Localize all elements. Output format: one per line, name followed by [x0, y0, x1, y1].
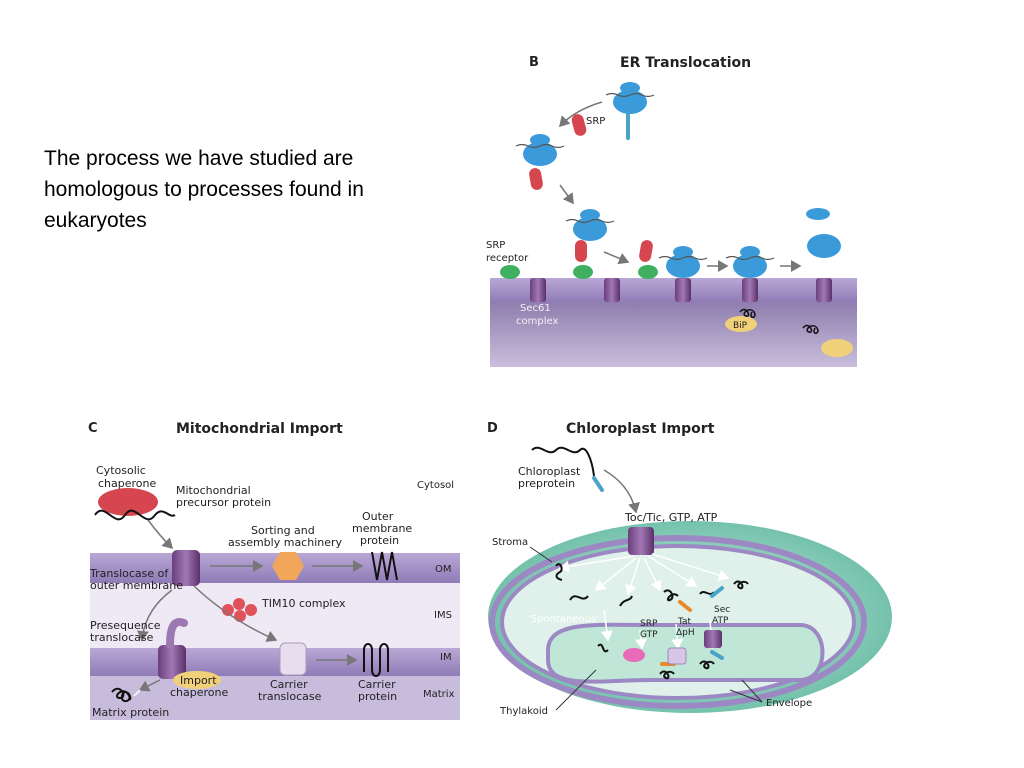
folded-protein-released: [802, 324, 819, 334]
srp-receptor-label-1: SRP: [486, 240, 505, 251]
outer-membrane-protein: [371, 551, 398, 581]
om-label: OM: [435, 564, 452, 575]
carrier-translocase: [279, 642, 307, 676]
srp-receptors: [500, 265, 658, 279]
sorting-label-1: Sorting and: [251, 524, 315, 537]
tat-label-1: Tat: [677, 617, 692, 627]
preprotein-chain: [531, 446, 595, 477]
thylakoid-label: Thylakoid: [499, 706, 548, 717]
tat-translocase: [667, 647, 687, 665]
im-label: IM: [440, 652, 452, 663]
sorting-arrows: [558, 553, 730, 650]
tim10-label: TIM10 complex: [261, 597, 346, 610]
presequence-label-1: Presequence: [90, 619, 161, 632]
stroma-label: Stroma: [492, 537, 528, 548]
tim23-arm: [166, 618, 188, 649]
panel-c-title: Mitochondrial Import: [176, 421, 343, 437]
srp-gtp-label-2: GTP: [640, 630, 658, 640]
cytosol-label: Cytosol: [417, 480, 454, 491]
precursor-protein: [94, 509, 176, 521]
carrier-protein-label-2: protein: [358, 690, 397, 703]
import-chaperone: [173, 671, 221, 689]
sec-substrate: [710, 586, 724, 598]
sorting-machinery: [272, 552, 304, 580]
bip: [725, 316, 757, 332]
panel-b: B ER Translocation: [486, 55, 857, 367]
sec-product: [710, 650, 724, 660]
envelope-label: Envelope: [766, 698, 812, 709]
panel-b-letter: B: [529, 55, 539, 70]
sec61-label-1: Sec61: [520, 303, 551, 314]
outer-protein-label-3: protein: [360, 534, 399, 547]
sec-translocase: [704, 630, 722, 648]
transit-peptide: [592, 476, 604, 492]
import-chaperone-label-1: Import: [180, 674, 217, 687]
cytosolic-chaperone-label-1: Cytosolic: [96, 464, 146, 477]
panel-c-arrows: [136, 519, 364, 692]
sorting-label-2: assembly machinery: [228, 536, 343, 549]
panel-d-title: Chloroplast Import: [566, 421, 715, 437]
leader-lines: [529, 546, 763, 711]
bip-label: BiP: [733, 321, 748, 331]
tom-label-2: outer membrane: [90, 579, 183, 592]
panel-c: C Mitochondrial Import: [88, 421, 460, 720]
ribosomes: [523, 82, 841, 278]
panel-b-arrows: [558, 101, 802, 272]
chloroplast-envelope: [489, 535, 867, 709]
presequence-translocase: [158, 645, 186, 679]
srp-label: SRP: [586, 116, 605, 127]
presequence-label-2: translocase: [90, 631, 154, 644]
folded-protein: [739, 308, 756, 318]
slide-text: The process we have studied are homologo…: [44, 147, 364, 232]
toc-tic-complex: [628, 527, 654, 555]
sec-label-2: ATP: [712, 616, 729, 626]
panel-c-letter: C: [88, 421, 98, 436]
panel-b-title: ER Translocation: [620, 55, 751, 71]
import-arrow: [603, 469, 640, 514]
cytosolic-chaperone-label-2: chaperone: [98, 477, 156, 490]
outer-protein-label-2: membrane: [352, 522, 412, 535]
stromal-proteins: [555, 563, 749, 680]
preprotein-label-2: preprotein: [518, 477, 575, 490]
srp-translocase: [623, 648, 645, 662]
toctic-label: Toc/Tic, GTP, ATP: [624, 511, 718, 524]
srp-gtp-label-1: SRP: [640, 619, 658, 629]
precursor-label-1: Mitochondrial: [176, 484, 251, 497]
matrix-protein-label: Matrix protein: [92, 706, 169, 719]
panel-d: D Chloroplast Import: [487, 421, 892, 717]
sec61-label-2: complex: [516, 316, 558, 327]
carrier-translocase-label-1: Carrier: [270, 678, 308, 691]
carrier-protein: [363, 643, 389, 677]
spontaneous-label: 'Spontaneous': [528, 614, 599, 625]
preprotein-label-1: Chloroplast: [518, 465, 581, 478]
panel-d-letter: D: [487, 421, 498, 436]
carrier-translocase-label-2: translocase: [258, 690, 322, 703]
tat-label-2: ΔpH: [676, 628, 695, 638]
cytosolic-chaperone: [98, 488, 158, 516]
tat-substrate: [678, 600, 692, 612]
srp-particles: [529, 114, 653, 262]
sec-label-1: Sec: [714, 605, 730, 615]
import-chaperone-label-2: chaperone: [170, 686, 228, 699]
outer-protein-label-1: Outer: [362, 510, 394, 523]
srp-receptor-label-2: receptor: [486, 253, 529, 264]
arrow-into-matrix: [133, 689, 141, 697]
tom-label-1: Translocase of: [89, 567, 169, 580]
precursor-label-2: precursor protein: [176, 496, 271, 509]
inner-membrane: [90, 648, 460, 676]
er-membrane: [490, 278, 857, 302]
matrix-protein-fold: [111, 687, 132, 702]
tom-complex: [172, 550, 200, 586]
matrix-label: Matrix: [423, 689, 455, 700]
mrna: [515, 92, 775, 261]
sec61-channels: [530, 278, 832, 302]
bip-free: [821, 339, 853, 357]
carrier-protein-label-1: Carrier: [358, 678, 396, 691]
ims-label: IMS: [434, 610, 452, 621]
